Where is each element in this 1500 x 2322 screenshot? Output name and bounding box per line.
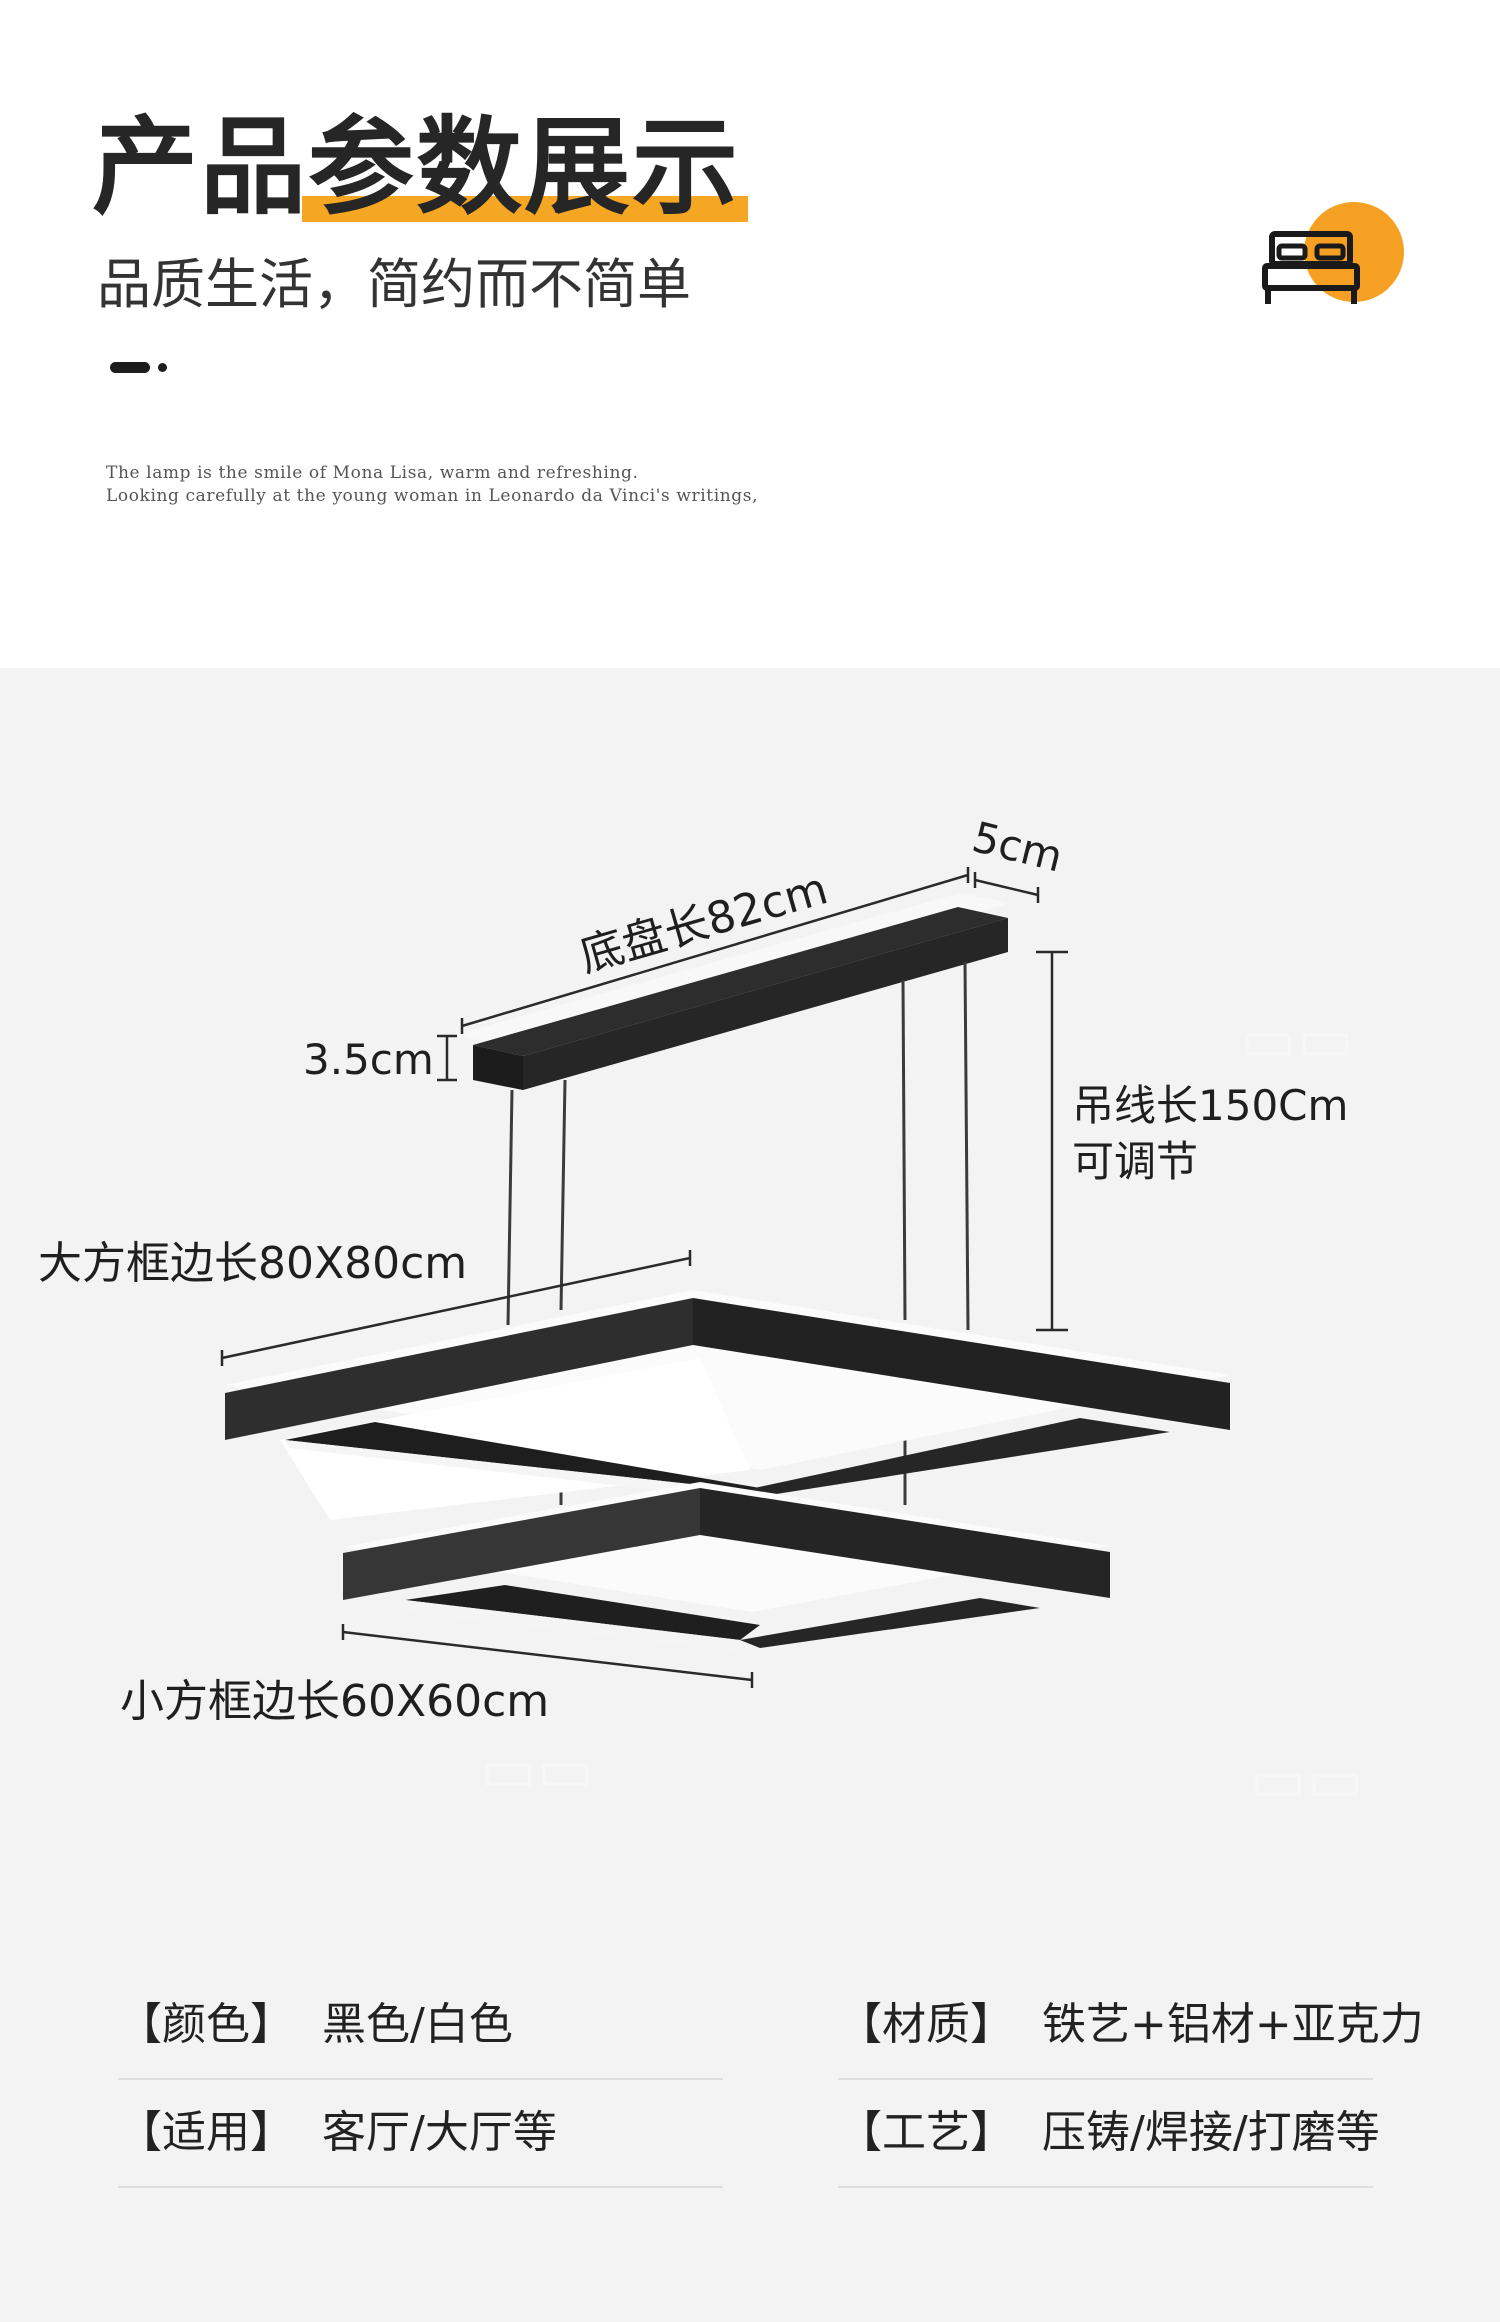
- spec-value: 压铸/焊接/打磨等: [1042, 2107, 1380, 2158]
- ceiling-base: [455, 893, 1010, 1090]
- spec-key: 【颜色】: [118, 1999, 294, 2050]
- svg-text:▭▭: ▭▭: [1240, 1005, 1353, 1075]
- spec-value: 黑色/白色: [322, 1999, 513, 2050]
- spec-key: 【工艺】: [838, 2107, 1014, 2158]
- title-part-2: 参数展示: [308, 106, 740, 229]
- spec-craft: 【工艺】压铸/焊接/打磨等: [838, 2098, 1380, 2188]
- english-line-2: Looking carefully at the young woman in …: [106, 486, 759, 506]
- spec-material: 【材质】铁艺+铝材+亚克力: [838, 1990, 1424, 2080]
- lamp-dimension-diagram: ▭▭ ▭▭ ▭▭: [38, 812, 1363, 1815]
- bed-icon: [1262, 200, 1412, 315]
- spec-key: 【材质】: [838, 1999, 1014, 2050]
- spec-value: 铁艺+铝材+亚克力: [1042, 1999, 1424, 2050]
- base-width-label: 5cm: [968, 812, 1068, 881]
- spec-table: 【颜色】黑色/白色 【材质】铁艺+铝材+亚克力 【适用】客厅/大厅等 【工艺】压…: [0, 1980, 1500, 2200]
- spec-key: 【适用】: [118, 2107, 294, 2158]
- spec-value: 客厅/大厅等: [322, 2107, 557, 2158]
- svg-text:▭▭: ▭▭: [480, 1735, 593, 1805]
- english-line-1: The lamp is the smile of Mona Lisa, warm…: [106, 463, 639, 483]
- spec-usage: 【适用】客厅/大厅等: [118, 2098, 723, 2188]
- small-frame-label: 小方框边长60X60cm: [120, 1676, 549, 1727]
- title-highlight: 参数展示: [302, 106, 748, 229]
- large-square-frame: [225, 1290, 1230, 1520]
- header-section: 产品参数展示 品质生活，简约而不简单 The lamp is the smile…: [0, 0, 1500, 668]
- base-height-label: 3.5cm: [303, 1035, 434, 1084]
- svg-text:▭▭: ▭▭: [1250, 1745, 1363, 1815]
- cable-adjustable-label: 可调节: [1072, 1137, 1198, 1186]
- page-subtitle: 品质生活，简约而不简单: [97, 253, 691, 316]
- page-title: 产品参数展示: [92, 106, 748, 229]
- cable-length-label: 吊线长150Cm: [1072, 1081, 1348, 1130]
- spec-color: 【颜色】黑色/白色: [118, 1990, 723, 2080]
- dimension-lines: [220, 867, 1068, 1688]
- title-part-1: 产品: [92, 106, 308, 229]
- small-square-frame: [343, 1482, 1110, 1652]
- decorative-dash: [110, 362, 170, 376]
- large-frame-label: 大方框边长80X80cm: [38, 1238, 467, 1289]
- english-caption: The lamp is the smile of Mona Lisa, warm…: [106, 462, 758, 508]
